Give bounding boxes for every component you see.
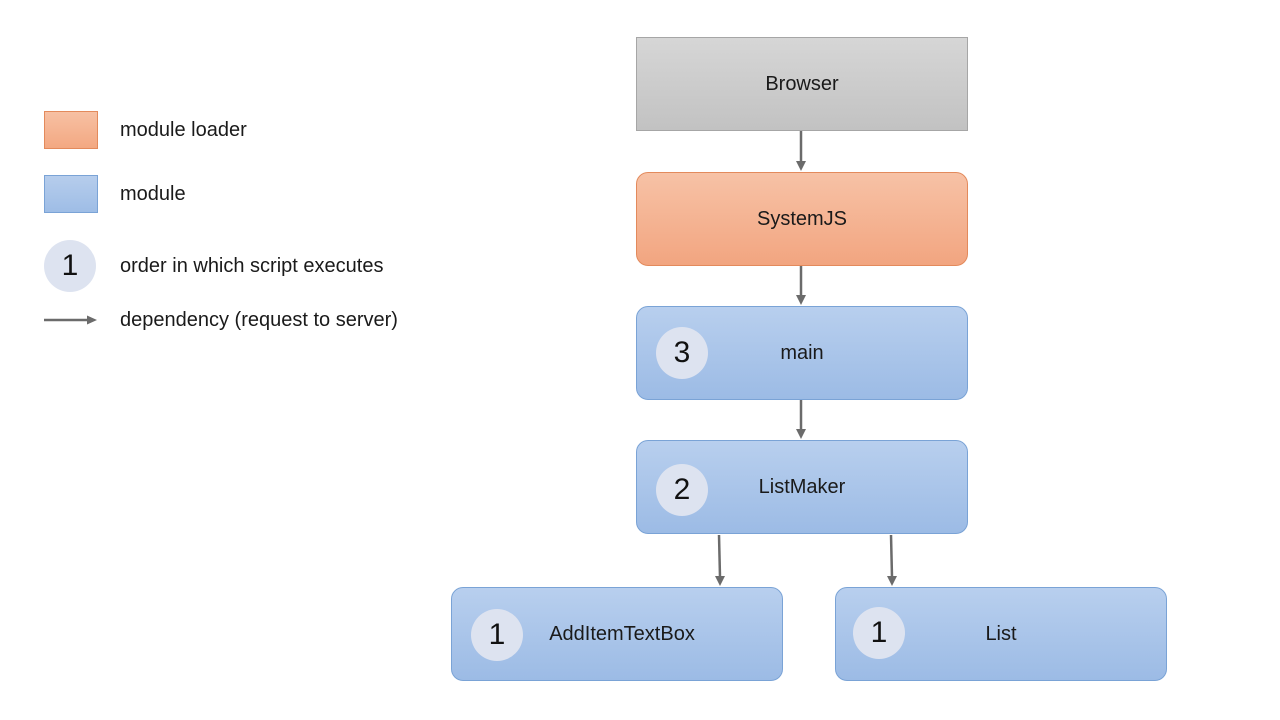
node-additemtextbox-label: AddItemTextBox [549, 622, 695, 645]
edge-browser-systemjs-head [796, 161, 806, 171]
edge-main-listmaker-head [796, 429, 806, 439]
order-badge-additemtextbox: 1 [471, 609, 523, 661]
node-browser-label: Browser [765, 72, 839, 95]
legend-item-module-loader: module loader [44, 103, 247, 157]
node-systemjs-label: SystemJS [756, 207, 848, 230]
legend-label-dependency: dependency (request to server) [120, 308, 398, 331]
order-badge-icon: 1 [44, 240, 96, 292]
node-browser: Browser [636, 37, 968, 131]
node-additemtextbox: 1 AddItemTextBox [451, 587, 783, 681]
module-loader-swatch [44, 111, 98, 149]
legend-label-module-loader: module loader [120, 118, 247, 141]
order-badge-listmaker: 2 [656, 464, 708, 516]
edge-listmaker-additemtextbox-head [715, 576, 725, 586]
order-badge-list: 1 [853, 607, 905, 659]
node-systemjs: SystemJS [636, 172, 968, 266]
dependency-arrow-icon [44, 313, 98, 327]
legend-item-dependency: dependency (request to server) [44, 293, 398, 347]
edge-systemjs-main-head [796, 295, 806, 305]
legend-item-module: module [44, 167, 186, 221]
node-listmaker-label: ListMaker [758, 475, 846, 498]
edge-listmaker-list-head [887, 576, 897, 586]
module-swatch [44, 175, 98, 213]
edge-listmaker-list [889, 534, 894, 578]
order-badge-main: 3 [656, 327, 708, 379]
node-list: 1 List [835, 587, 1167, 681]
legend-label-module: module [120, 182, 186, 205]
node-listmaker: 2 ListMaker [636, 440, 968, 534]
edge-listmaker-additemtextbox [717, 534, 722, 578]
node-main: 3 main [636, 306, 968, 400]
node-main-label: main [780, 341, 824, 364]
legend-label-order: order in which script executes [120, 254, 384, 277]
node-list-label: List [985, 622, 1017, 645]
legend-item-order: 1 order in which script executes [44, 239, 383, 293]
